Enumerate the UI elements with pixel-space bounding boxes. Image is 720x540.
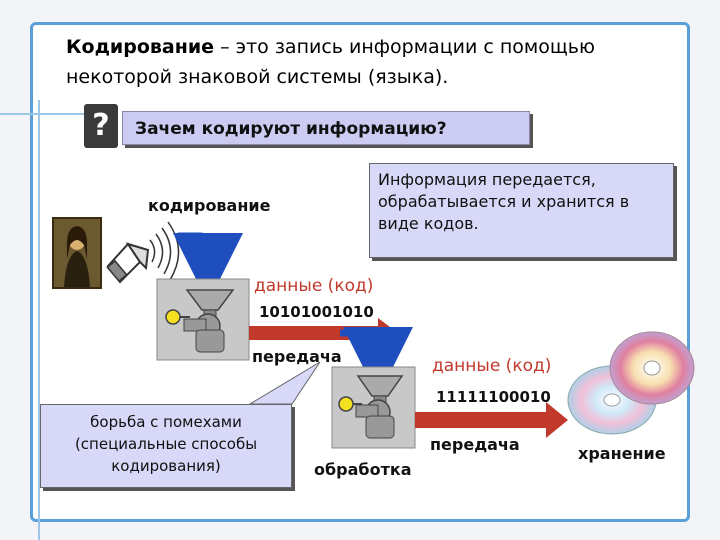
decor-line-vertical	[38, 100, 40, 540]
info-line-1: Информация передается,	[378, 170, 596, 189]
noise-line-2: (специальные способы	[74, 435, 258, 453]
noise-callout-pointer	[248, 361, 321, 405]
info-line-2: обрабатывается и хранится в	[378, 192, 630, 211]
info-box: Информация передается, обрабатывается и …	[369, 163, 674, 258]
portrait-icon	[54, 219, 100, 287]
arrow-encoding	[173, 232, 243, 303]
coding-machine-2	[331, 366, 416, 449]
arrow-to-processing	[340, 327, 413, 397]
arrow-transfer-2	[415, 402, 568, 438]
label-transfer-1: передача	[252, 347, 342, 366]
title-term: Кодирование	[66, 36, 215, 58]
label-processing: обработка	[314, 460, 412, 479]
label-encoding: кодирование	[148, 196, 271, 215]
slide-title: Кодирование – это запись информации с по…	[66, 32, 666, 92]
megaphone-icon	[106, 221, 180, 284]
label-data-code-2: данные (код)	[432, 356, 552, 376]
question-box: Зачем кодируют информацию?	[122, 111, 530, 145]
code-value-2: 11111100010	[436, 388, 551, 406]
mona-lisa-picture	[52, 217, 102, 289]
arrow-transfer-1	[249, 318, 398, 348]
label-storage: хранение	[578, 444, 666, 463]
label-data-code-1: данные (код)	[254, 276, 374, 296]
noise-line-3: кодирования)	[111, 457, 221, 475]
noise-callout: борьба с помехами (специальные способы к…	[40, 404, 292, 488]
coding-machine-1	[156, 278, 250, 361]
label-transfer-2: передача	[430, 435, 520, 454]
noise-line-1: борьба с помехами	[90, 413, 242, 431]
question-badge-icon: ?	[84, 104, 118, 148]
title-line2: некоторой знаковой системы (языка).	[66, 66, 449, 88]
code-value-1: 10101001010	[259, 303, 374, 321]
info-line-3: виде кодов.	[378, 214, 479, 233]
title-definition: – это запись информации с помощью	[214, 36, 595, 58]
cd-disc-icon	[567, 331, 695, 435]
decor-line-horizontal	[0, 113, 92, 115]
